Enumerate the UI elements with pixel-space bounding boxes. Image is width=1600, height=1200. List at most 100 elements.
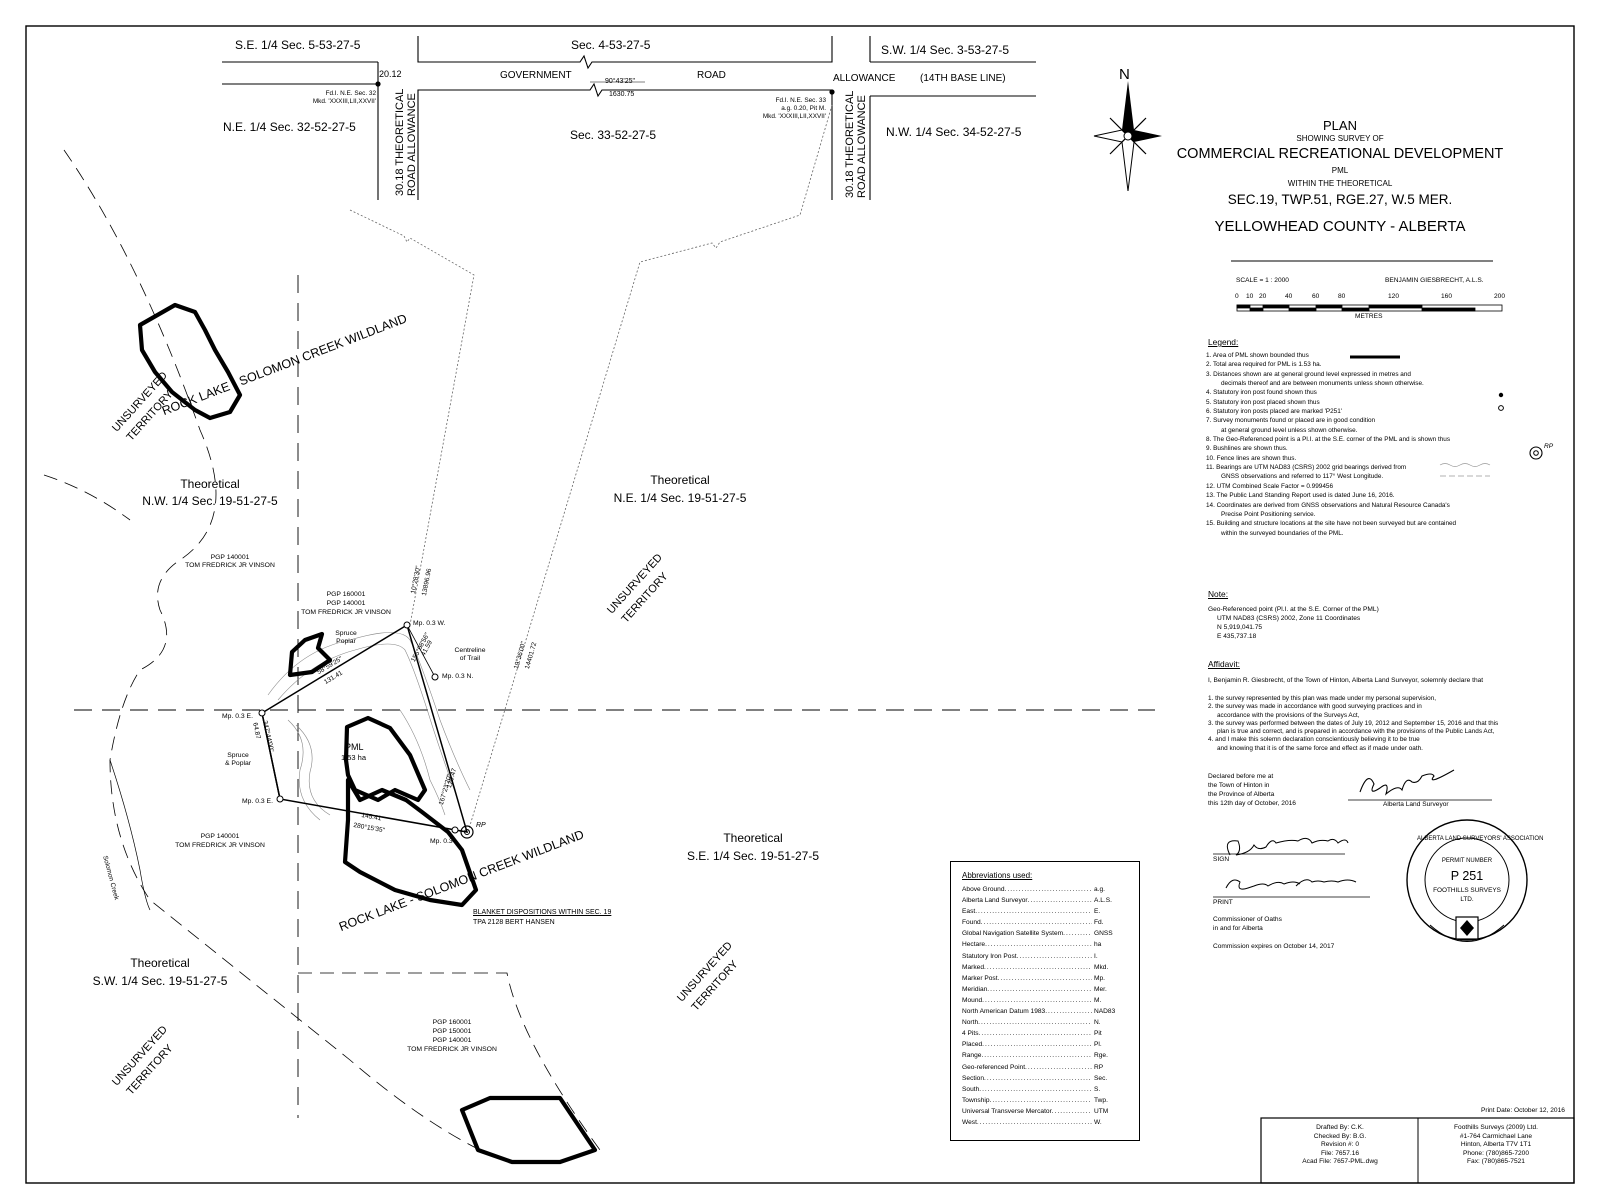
abbreviation-term: Statutory Iron Post (962, 952, 1017, 960)
abbreviation-value: a.g. (1094, 886, 1105, 893)
north-arrow-icon (1093, 81, 1162, 192)
abbreviation-term: North American Datum 1983 (962, 1008, 1046, 1016)
abbreviation-value: Pit (1094, 1030, 1102, 1038)
scale-tick-60: 60 (1312, 293, 1320, 300)
abbreviation-row: Above Ground a.g. (962, 884, 1130, 895)
abbreviation-term: Range (962, 1052, 982, 1060)
label-government: GOVERNMENT (500, 70, 572, 81)
legend-rp-label: RP (1544, 443, 1554, 450)
affidavit-line-2: 2. the survey was made in accordance wit… (1208, 703, 1422, 711)
legend-item-15b: within the surveyed boundaries of the PM… (1221, 529, 1344, 537)
label-theoretical-sw: Theoretical (130, 956, 190, 970)
legend-item-11: 11. Bearings are UTM NAD83 (CSRS) 2002 g… (1206, 464, 1407, 472)
rp-symbol (460, 825, 474, 839)
label-theoretical-se: Theoretical (723, 831, 783, 845)
abbreviation-term: Mound (962, 996, 983, 1004)
label-sec4-53: Sec. 4-53-27-5 (571, 38, 651, 52)
label-theoretical-ne: Theoretical (650, 473, 710, 487)
abbreviation-leader (1017, 951, 1092, 962)
abbreviation-value: Mer. (1094, 985, 1107, 993)
metres-label: METRES (1355, 313, 1383, 320)
abbreviation-term: Above Ground (962, 886, 1005, 893)
affidavit-heading: Affidavit: (1208, 659, 1240, 669)
abbreviation-leader (1063, 928, 1092, 939)
abbreviation-leader (990, 1095, 1093, 1106)
declared-2: the Town of Hinton in (1208, 782, 1270, 789)
footer-revision: Revision #: 0 (1320, 1141, 1360, 1149)
abbreviation-term: South (962, 1085, 980, 1093)
scale-tick-160: 160 (1441, 293, 1453, 300)
plan-location: SEC.19, TWP.51, RGE.27, W.5 MER. (1227, 192, 1453, 207)
plan-showing: SHOWING SURVEY OF (1296, 134, 1384, 143)
scale-label: SCALE = 1 : 2000 (1236, 277, 1289, 284)
note-heading: Note: (1208, 589, 1229, 599)
label-pgp140001-c: PGP 140001 (200, 833, 240, 840)
abbreviation-term: North (962, 1019, 979, 1027)
abbreviation-row: TownshipTwp. (962, 1095, 1130, 1106)
legend-item-1: 1. Area of PML shown bounded thus (1206, 352, 1309, 359)
scale-tick-0: 0 (1235, 293, 1239, 300)
legend-iron-placed-icon (1498, 405, 1504, 411)
legend-item-14b: Precise Point Positioning service. (1221, 510, 1316, 518)
plan-pml: PML (1331, 166, 1349, 175)
legend-item-9: 9. Bushlines are shown thus. (1206, 445, 1288, 453)
plan-within: WITHIN THE THEORETICAL (1287, 179, 1393, 188)
print-date: Print Date: October 12, 2016 (1481, 1107, 1565, 1114)
pml-bounded-areas (137, 302, 598, 1165)
legend-item-11b: GNSS observations and referred to 117° W… (1221, 473, 1384, 481)
plan-county: YELLOWHEAD COUNTY - ALBERTA (1214, 218, 1466, 235)
abbreviation-leader (982, 995, 1092, 1006)
label-road: ROAD (697, 70, 726, 81)
label-vinson-c: TOM FREDRICK JR VINSON (175, 842, 265, 849)
abbreviation-leader (1025, 1062, 1092, 1073)
footer-city: Hinton, Alberta T7V 1T1 (1460, 1141, 1532, 1149)
abbreviation-term: East (962, 908, 976, 916)
abbreviation-value: Mp. (1094, 974, 1105, 982)
legend-item-7b: at general ground level unless shown oth… (1221, 426, 1358, 434)
abbreviation-leader (975, 906, 1092, 917)
abbreviation-value: Rge. (1094, 1052, 1108, 1060)
legend-item-12: 12. UTM Combined Scale Factor = 0.999456 (1206, 482, 1333, 490)
footer-fax: Fax: (780)865-7521 (1467, 1158, 1525, 1166)
abbreviations-box: Abbreviations used: Above Grounda.g.Albe… (950, 861, 1140, 1141)
disposition-boundaries (43, 149, 601, 1151)
abbreviation-value: A.L.S. (1094, 897, 1112, 905)
scale-bar (1236, 304, 1503, 312)
abbreviation-leader (1005, 884, 1092, 895)
abbreviation-leader (977, 1117, 1092, 1128)
abbreviation-term: Meridian (962, 985, 988, 993)
abbreviation-term: Universal Transverse Mercator (962, 1107, 1052, 1115)
abbreviation-value: Pl. (1094, 1041, 1102, 1049)
label-sec33-52: Sec. 33-52-27-5 (570, 128, 657, 142)
road-allowance-lines (222, 36, 1036, 200)
abbreviation-value: S. (1094, 1085, 1101, 1093)
label-fd-ne32-2: Mkd. 'XXXIII,LII,XXVII' (312, 98, 376, 105)
affidavit-line-4: 3. the survey was performed between the … (1208, 719, 1499, 727)
abbreviation-row: EastE. (962, 906, 1130, 917)
legend-item-8: 8. The Geo-Referenced point is a Pl.I. a… (1206, 436, 1451, 444)
legend-item-7: 7. Survey monuments found or placed are … (1206, 417, 1376, 425)
declared-3: the Province of Alberta (1208, 791, 1275, 798)
label-mp-w: Mp. 0.3 W. (413, 620, 446, 627)
abbreviation-row: Hectareha (962, 939, 1130, 950)
abbreviation-value: Twp. (1094, 1096, 1108, 1104)
abbreviation-leader (1028, 895, 1092, 906)
legend-list: 1. Area of PML shown bounded thus 2. Tot… (1206, 351, 1506, 538)
abbreviation-term: Marked (962, 963, 984, 971)
abbreviation-value: Fd. (1094, 919, 1104, 927)
abbreviation-row: WestW. (962, 1117, 1130, 1128)
label-sw3-53: S.W. 1/4 Sec. 3-53-27-5 (881, 43, 1010, 57)
commissioner-2: in and for Alberta (1213, 925, 1263, 932)
footer-phone: Phone: (780)865-7200 (1463, 1149, 1529, 1157)
abbreviation-leader (984, 1073, 1092, 1084)
abbreviation-row: Global Navigation Satellite SystemGNSS (962, 928, 1130, 939)
north-label: N (1119, 66, 1130, 83)
label-mp-e1: Mp. 0.3 E. (222, 713, 253, 720)
abbreviation-term: 4 Pits (962, 1030, 979, 1038)
abbreviation-row: Meridian Mer. (962, 984, 1130, 995)
abbreviation-leader (1052, 1106, 1092, 1117)
label-vinson-a: TOM FREDRICK JR VINSON (185, 562, 275, 569)
label-centreline-1: Centreline (454, 647, 486, 654)
iron-post-found-ne32 (375, 81, 381, 87)
